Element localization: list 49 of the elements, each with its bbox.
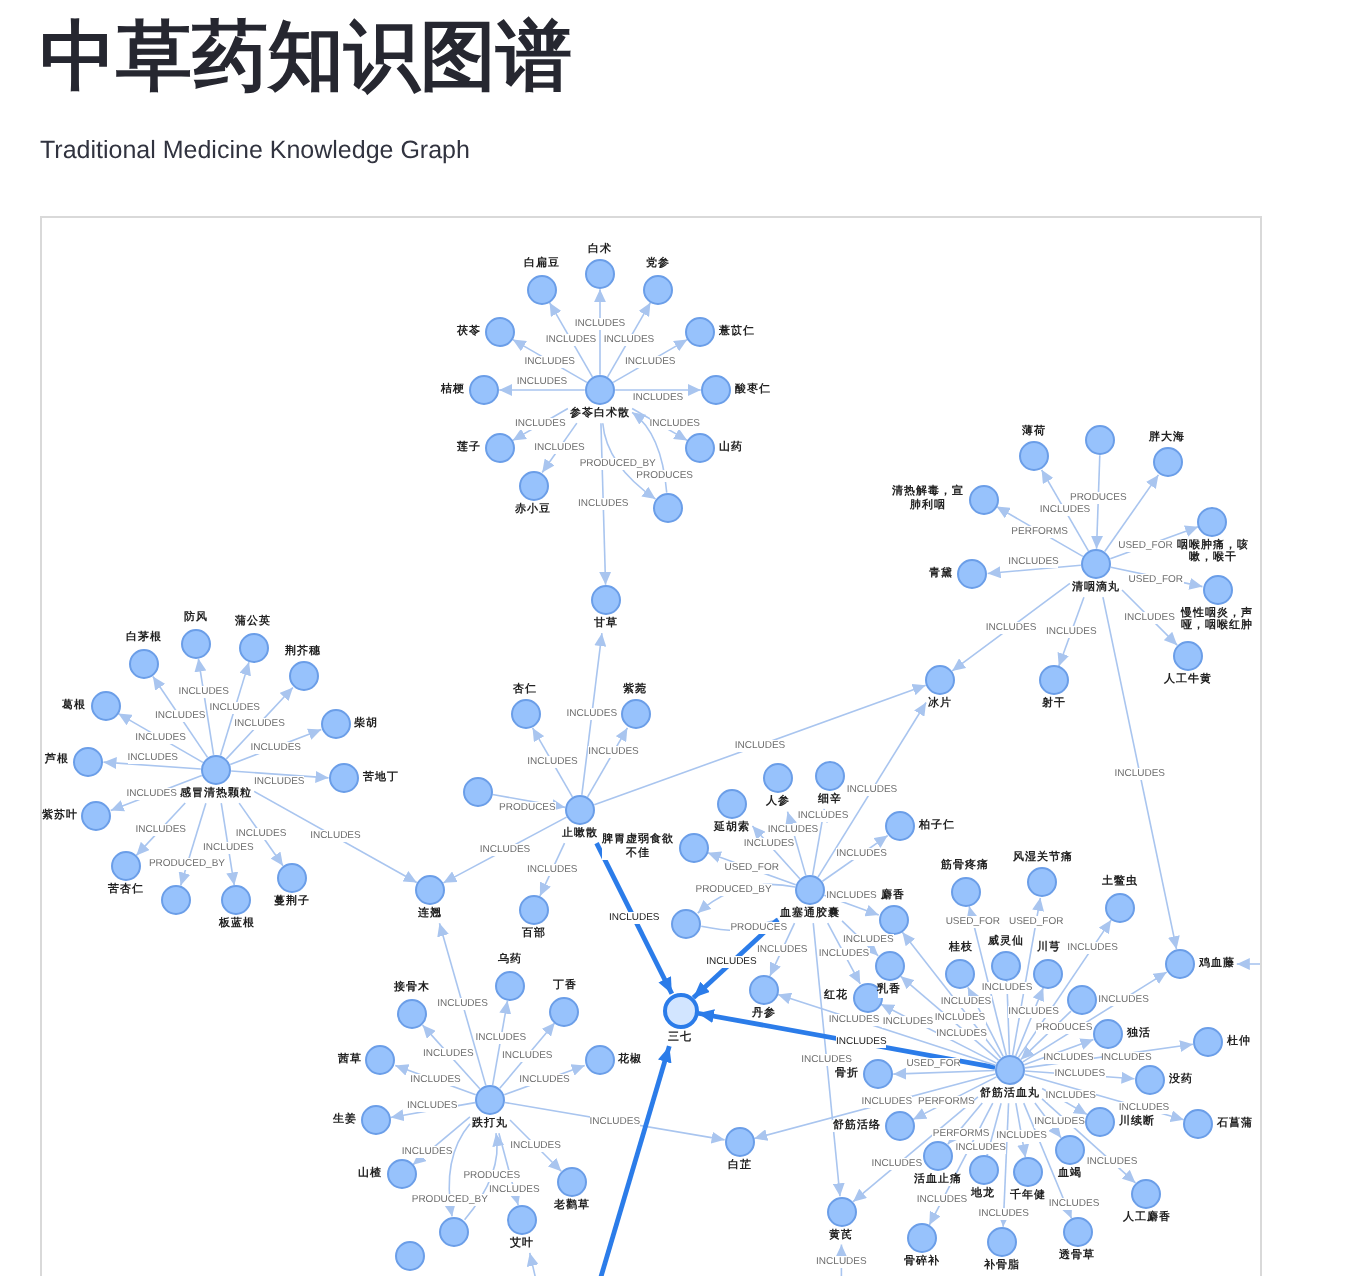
node-circle	[438, 1215, 471, 1248]
page-title: 中草药知识图谱	[40, 10, 572, 102]
arrow	[691, 917, 780, 1000]
arrow	[1103, 474, 1160, 553]
arrow	[1040, 468, 1090, 552]
arrow	[498, 384, 586, 396]
arrow	[230, 770, 330, 783]
arrow	[817, 701, 927, 878]
arrow	[102, 757, 202, 770]
node-circle	[394, 1240, 426, 1272]
arrow	[1102, 596, 1180, 950]
arrow	[178, 802, 207, 887]
arrow	[1236, 958, 1260, 970]
arrow	[1015, 1102, 1030, 1159]
arrow	[444, 1122, 471, 1218]
arrow	[194, 657, 215, 756]
arrow	[594, 288, 606, 376]
node-circle	[1084, 424, 1117, 457]
arrow	[951, 582, 1071, 672]
arrow	[220, 802, 239, 887]
arrow	[606, 301, 652, 378]
arrow	[421, 1024, 481, 1090]
arrow	[152, 675, 209, 759]
arrow	[599, 422, 612, 586]
node-circle	[670, 907, 703, 940]
arrow	[526, 1252, 539, 1276]
arrow	[602, 422, 657, 500]
arrow	[631, 411, 668, 494]
arrow	[593, 683, 927, 806]
subtitle: Traditional Medicine Knowledge Graph	[40, 134, 470, 166]
arrow	[491, 999, 512, 1086]
node-circle	[160, 884, 193, 917]
arrow	[225, 686, 294, 760]
arrow	[811, 808, 828, 876]
arrow	[812, 922, 845, 1198]
arrow	[597, 1045, 672, 1276]
arrow	[594, 842, 674, 995]
arrow	[892, 1067, 996, 1080]
node-circle	[652, 491, 684, 524]
arrow	[966, 905, 1008, 1057]
arrow	[986, 564, 1082, 579]
node-circle	[461, 775, 494, 808]
arrow	[437, 922, 487, 1087]
arrow	[1091, 454, 1103, 550]
arrow	[581, 632, 607, 796]
arrow	[614, 384, 702, 396]
arrow	[219, 661, 251, 757]
node-circle	[1065, 984, 1098, 1017]
arrow	[548, 301, 594, 378]
